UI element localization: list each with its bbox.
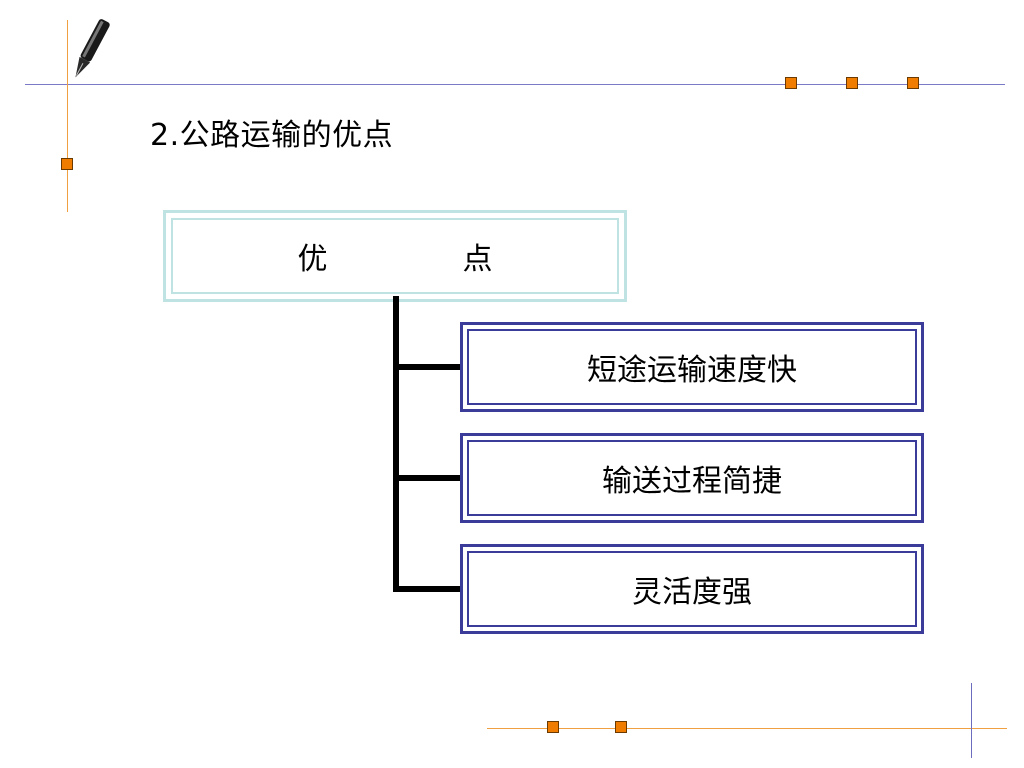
top-square-3 — [907, 77, 919, 89]
child-node-1-inner: 短途运输速度快 — [467, 329, 917, 405]
left-square — [61, 158, 73, 170]
root-label-right: 点 — [462, 242, 493, 277]
child-node-2-inner: 输送过程简捷 — [467, 440, 917, 516]
bottom-rule — [487, 728, 1007, 729]
branch-connector-3 — [393, 586, 463, 592]
bottom-vertical-rule — [971, 683, 972, 758]
left-vertical-rule — [67, 20, 68, 212]
child-label-2: 输送过程简捷 — [602, 464, 782, 499]
top-rule — [25, 84, 1005, 85]
child-node-3: 灵活度强 — [460, 544, 924, 634]
trunk-connector — [393, 296, 399, 592]
branch-connector-2 — [393, 475, 463, 481]
child-node-1: 短途运输速度快 — [460, 322, 924, 412]
pen-icon — [60, 15, 120, 85]
top-square-1 — [785, 77, 797, 89]
root-label-left: 优 — [297, 242, 328, 277]
bottom-square-1 — [547, 721, 559, 733]
bottom-square-2 — [615, 721, 627, 733]
top-square-2 — [846, 77, 858, 89]
branch-connector-1 — [393, 364, 463, 370]
root-node-inner: 优 点 — [171, 218, 619, 294]
slide-title: 2.公路运输的优点 — [150, 118, 394, 153]
child-label-3: 灵活度强 — [632, 575, 752, 610]
child-label-1: 短途运输速度快 — [587, 353, 797, 388]
root-node: 优 点 — [163, 210, 627, 302]
child-node-2: 输送过程简捷 — [460, 433, 924, 523]
child-node-3-inner: 灵活度强 — [467, 551, 917, 627]
